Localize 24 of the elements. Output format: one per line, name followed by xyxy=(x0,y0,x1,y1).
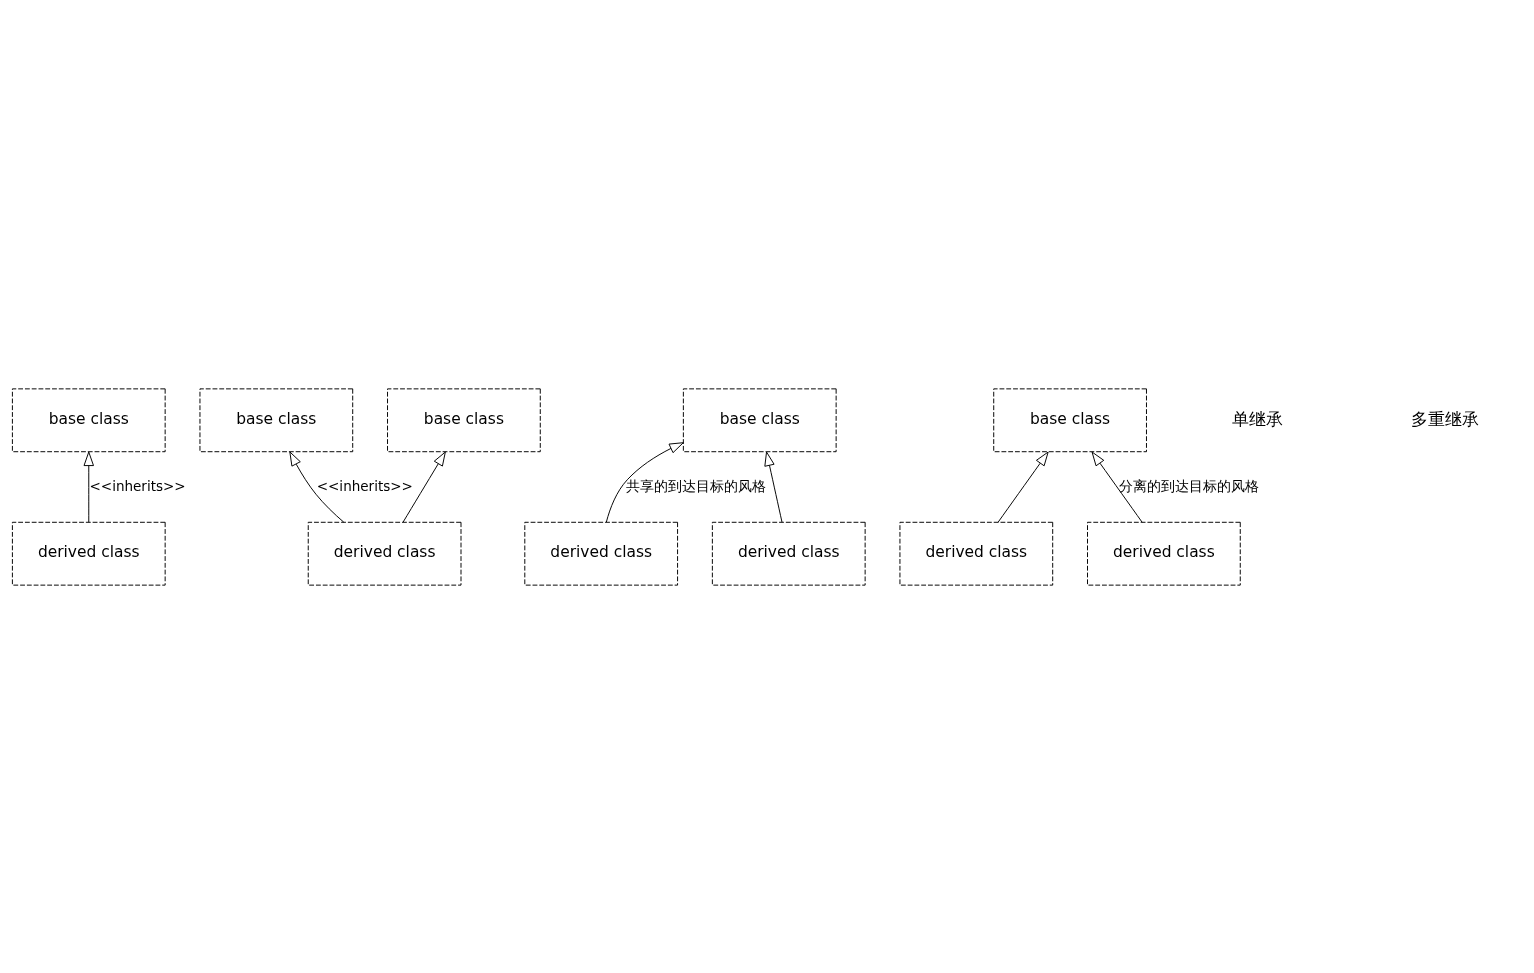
arrow xyxy=(997,451,1049,523)
node-box: base class xyxy=(682,387,837,452)
arrow xyxy=(402,451,446,523)
node-box: base class xyxy=(11,387,166,452)
edge-label: <<inherits>> xyxy=(316,477,413,494)
node-box: base class xyxy=(387,387,541,452)
node-box: derived class xyxy=(307,521,462,586)
node-box: derived class xyxy=(711,521,866,586)
arrow xyxy=(1091,451,1143,523)
edge-label: 共享的到达目标的风格 xyxy=(626,477,767,494)
edge-label: <<inherits>> xyxy=(89,477,186,494)
label: 多重继承 xyxy=(1411,408,1480,429)
label: 单继承 xyxy=(1232,408,1284,429)
edge-label: 分离的到达目标的风格 xyxy=(1119,477,1260,494)
arrow xyxy=(289,450,345,523)
node-box: base class xyxy=(199,387,354,452)
arrow xyxy=(764,451,783,523)
node-box: base class xyxy=(993,387,1147,452)
arrow xyxy=(83,451,94,523)
node-box: derived class xyxy=(524,521,679,586)
arrow xyxy=(605,441,684,523)
node-box: derived class xyxy=(11,521,166,586)
node-box: derived class xyxy=(1087,521,1241,586)
node-box: derived class xyxy=(899,521,1054,586)
